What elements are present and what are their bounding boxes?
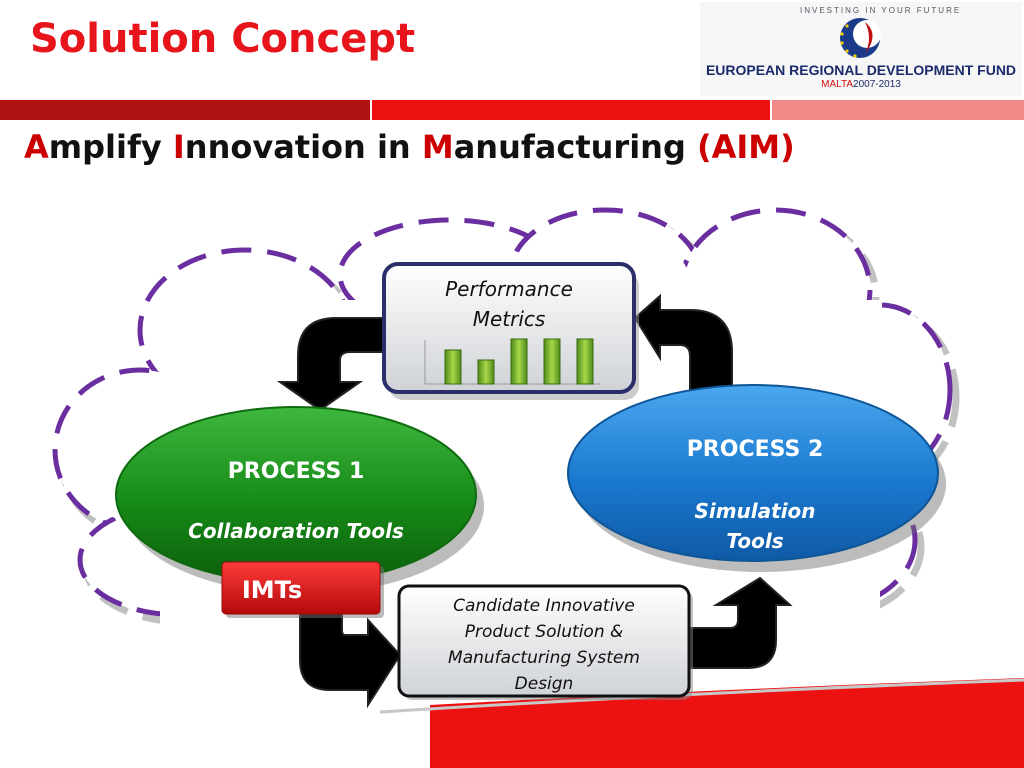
logo-years: 2007-2013 [853,79,901,90]
process2-node: PROCESS 2 Simulation Tools [567,384,946,572]
mini-bar-chart-icon [424,338,600,385]
candidate-line4: Design [515,674,574,694]
process1-node: PROCESS 1 Collaboration Tools [115,406,484,594]
candidate-line3: Manufacturing System [448,648,640,668]
metrics-label-line1: Performance [445,277,573,301]
arrow-imts-to-candidate [299,604,402,709]
logo-motto: INVESTING IN YOUR FUTURE [800,6,962,15]
process2-subtitle-line2: Tools [726,529,783,553]
header-bar-dark [0,100,370,120]
candidate-line2: Product Solution & [465,622,624,642]
slide-title: Solution Concept [30,16,416,62]
subtitle-part-2: nnovation in [184,128,422,166]
metrics-label-line2: Metrics [473,307,546,331]
erdf-logo: INVESTING IN YOUR FUTURE EUROPEAN REGION… [700,2,1022,96]
subtitle-letter-m: M [421,128,454,166]
subtitle-letter-i: I [172,128,185,166]
subtitle-letter-a: A [24,128,49,166]
header-bar-mid [372,100,770,120]
subtitle-part-3: anufacturing [453,128,697,166]
slide-subtitle: Amplify Innovation in Manufacturing (AIM… [24,128,795,166]
imts-label: IMTs [242,576,302,604]
subtitle-acronym: (AIM) [696,128,795,166]
process2-subtitle-line1: Simulation [694,499,815,523]
process2-title: PROCESS 2 [687,437,824,462]
candidate-solution-box: Candidate Innovative Product Solution & … [397,584,693,700]
eu-emblem-icon [840,18,881,58]
arrow-candidate-to-process2 [689,576,793,669]
performance-metrics-box: Performance Metrics [382,262,639,400]
imts-box: IMTs [221,561,384,618]
process1-title: PROCESS 1 [228,459,365,484]
candidate-line1: Candidate Innovative [453,596,635,616]
logo-country: MALTA [821,79,854,90]
logo-name: EUROPEAN REGIONAL DEVELOPMENT FUND [705,62,1017,78]
logo-subline: MALTA2007-2013 [700,79,1022,90]
header-bar-light [772,100,1024,120]
subtitle-part-1: mplify [48,128,173,166]
process1-subtitle: Collaboration Tools [188,519,404,543]
